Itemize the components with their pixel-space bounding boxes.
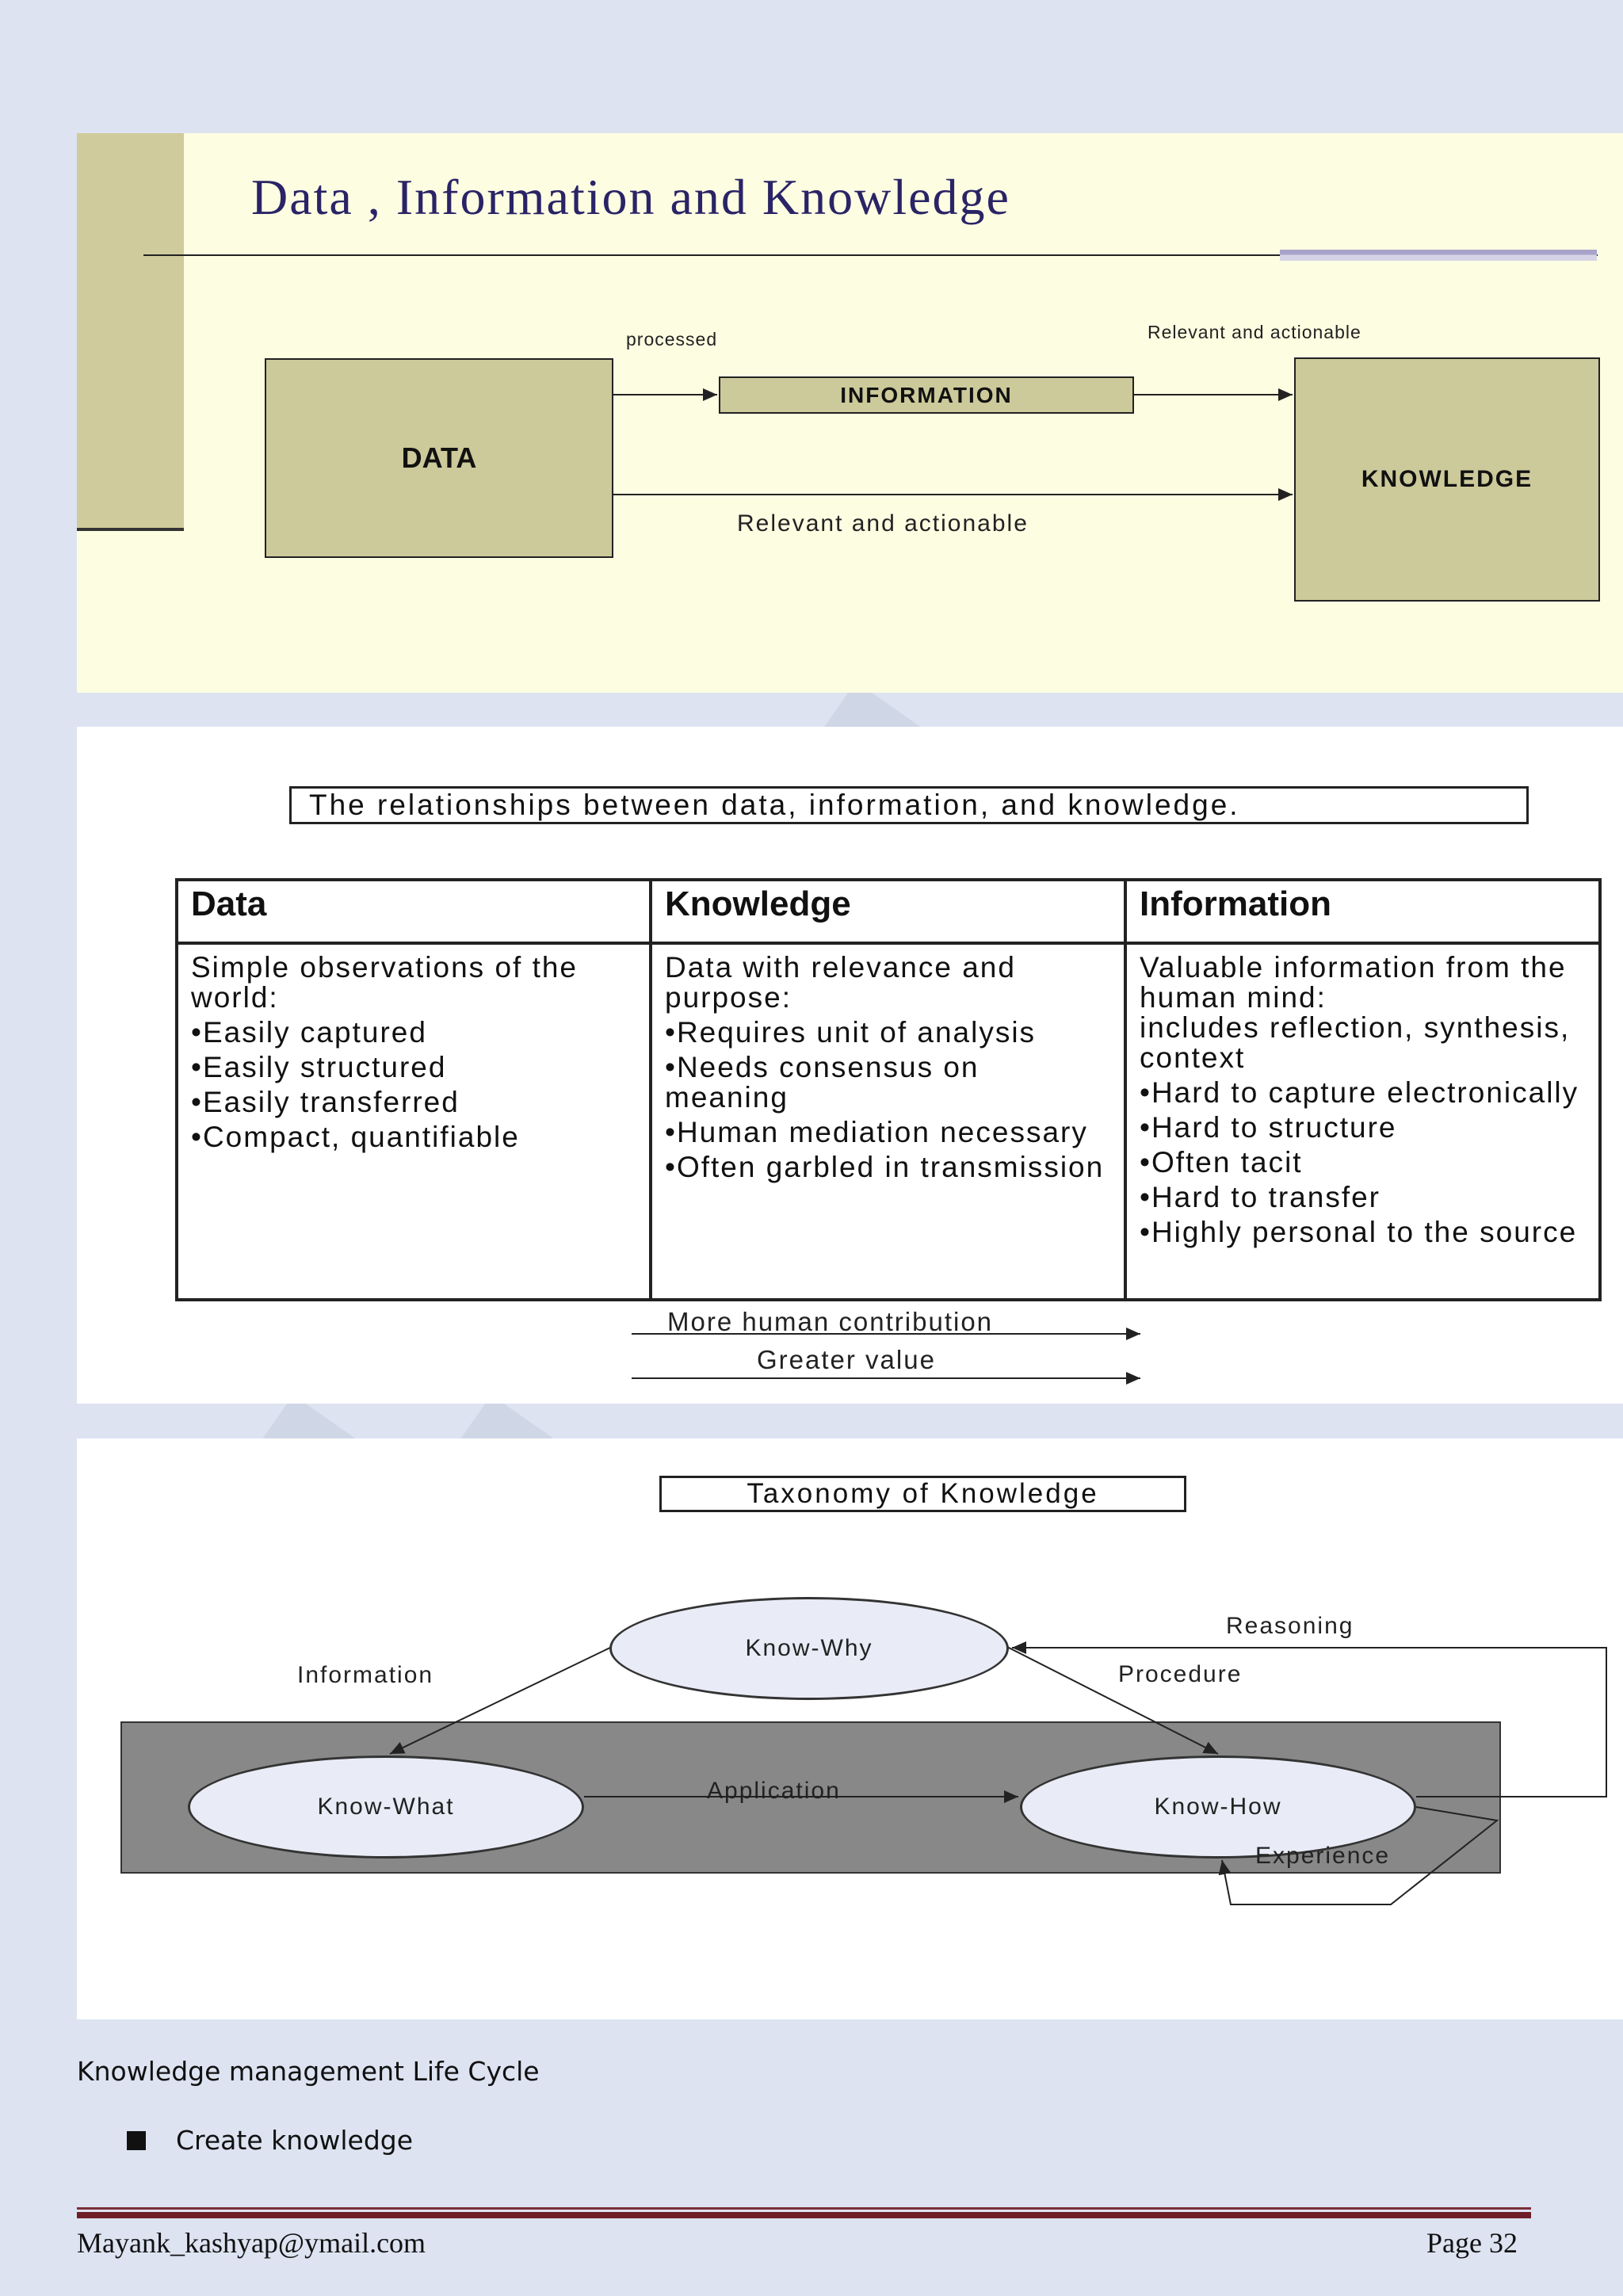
information-label: Information [297, 1662, 434, 1688]
cell-line: •Human mediation necessary [665, 1116, 1088, 1148]
relationships-caption: The relationships between data, informat… [289, 786, 1529, 824]
table-row: Simple observations of the world: •Easil… [175, 942, 1602, 1301]
experience-label: Experience [1255, 1843, 1391, 1869]
cell-line: •Requires unit of analysis [665, 1016, 1037, 1049]
taxonomy-arrows [389, 1641, 1607, 1905]
flow-arrows [613, 388, 1293, 501]
header-data: Data [175, 878, 652, 945]
header-information: Information [1124, 878, 1602, 945]
application-label: Application [707, 1778, 841, 1804]
data-box: DATA [265, 358, 613, 558]
cell-line: •Often tacit [1140, 1146, 1303, 1179]
value-arrows [632, 1328, 1140, 1385]
list-item: Create knowledge [127, 2125, 413, 2156]
cell-line: •Often garbled in transmission [665, 1151, 1105, 1183]
cell-line: Simple observations of the world: [191, 951, 579, 1014]
lifecycle-heading: Knowledge management Life Cycle [77, 2056, 540, 2087]
table-header-row: Data Knowledge Information [175, 878, 1602, 945]
know-what-node: Know-What [188, 1755, 584, 1859]
page-number: Page 32 [1426, 2227, 1518, 2259]
more-human-contribution-label: More human contribution [667, 1307, 994, 1336]
relevant-actionable-top-label: Relevant and actionable [1148, 322, 1361, 342]
cell-line: •Needs consensus on meaning [665, 1051, 980, 1114]
greater-value-label: Greater value [757, 1345, 936, 1374]
slide-title: Data , Information and Knowledge [251, 169, 1010, 225]
reasoning-label: Reasoning [1226, 1613, 1354, 1639]
cell-line: includes reflection, synthesis, context [1140, 1011, 1571, 1074]
taxonomy-caption: Taxonomy of Knowledge [659, 1476, 1186, 1512]
information-box: INFORMATION [719, 376, 1134, 414]
footer-email: Mayank_kashyap@ymail.com [77, 2227, 426, 2259]
arrow-how-experience-loop [1218, 1806, 1499, 1905]
relationships-slide: The relationships between data, informat… [77, 727, 1623, 1404]
square-bullet-icon [127, 2130, 146, 2150]
arrow-how-reasoning-loop [1012, 1641, 1607, 1797]
arrow-why-to-how [1005, 1645, 1219, 1755]
title-rule-accent [1280, 250, 1597, 261]
relevant-actionable-bottom-label: Relevant and actionable [737, 510, 1029, 537]
cell-line: Data with relevance and purpose: [665, 951, 1016, 1014]
footer-rule-thick [77, 2212, 1531, 2218]
taxonomy-slide: Taxonomy of Knowledge Know-Why Know-What… [77, 1438, 1623, 2019]
data-column-cell: Simple observations of the world: •Easil… [175, 942, 652, 1301]
cell-line: •Easily captured [191, 1016, 427, 1049]
title-rule [143, 254, 1598, 256]
information-column-cell: Valuable information from the human mind… [1124, 942, 1602, 1301]
cell-line: Valuable information from the human mind… [1140, 951, 1567, 1014]
data-information-knowledge-slide: Data , Information and Knowledge DATA IN… [77, 133, 1623, 693]
slide-sidebar [77, 133, 184, 529]
list-item-text: Create knowledge [176, 2125, 414, 2156]
know-why-node: Know-Why [609, 1597, 1009, 1700]
knowledge-column-cell: Data with relevance and purpose: •Requir… [649, 942, 1127, 1301]
cell-line: •Easily structured [191, 1051, 447, 1083]
processed-label: processed [626, 329, 718, 350]
relationships-table: Data Knowledge Information Simple observ… [175, 878, 1602, 1301]
arrow-why-to-what [389, 1645, 614, 1755]
cell-line: •Hard to transfer [1140, 1181, 1381, 1213]
cell-line: •Compact, quantifiable [191, 1121, 520, 1153]
cell-line: •Highly personal to the source [1140, 1216, 1578, 1248]
cell-line: •Hard to capture electronically [1140, 1076, 1579, 1109]
procedure-label: Procedure [1118, 1661, 1243, 1687]
cell-line: •Hard to structure [1140, 1111, 1397, 1144]
know-how-node: Know-How [1020, 1755, 1416, 1859]
footer-rule [77, 2207, 1531, 2210]
cell-line: •Easily transferred [191, 1086, 460, 1118]
knowledge-box: KNOWLEDGE [1294, 357, 1600, 602]
sidebar-divider [77, 528, 184, 531]
header-knowledge: Knowledge [649, 878, 1127, 945]
